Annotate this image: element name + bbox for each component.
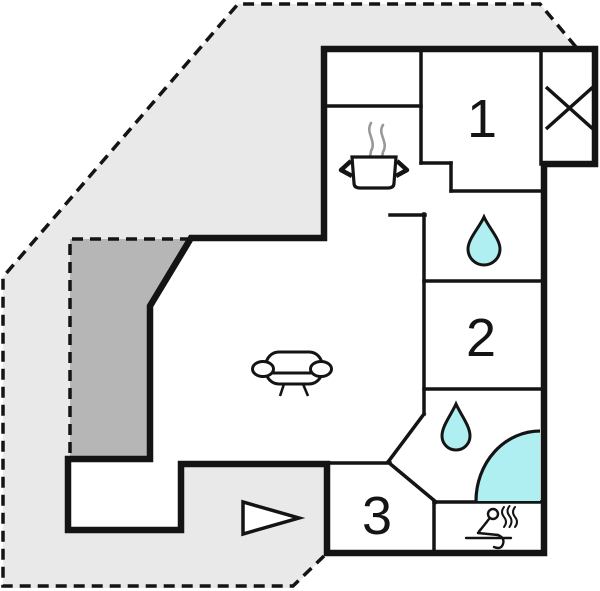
sauna-steam-line <box>501 506 507 528</box>
room-1-label: 1 <box>467 89 497 149</box>
terrace-boundary-dashed-line <box>68 237 191 458</box>
entrance-arrow-icon <box>241 499 306 537</box>
room-2-label: 2 <box>466 308 496 368</box>
sofa-leg-left <box>278 383 286 397</box>
interior-walls <box>322 47 545 554</box>
corner-bathtub-icon <box>474 429 541 502</box>
water-drop-icon <box>440 400 472 452</box>
sauna-steam-line <box>512 506 518 528</box>
sofa-icon <box>251 350 333 397</box>
sofa-leg-right <box>301 383 310 397</box>
pot-handle-left <box>338 159 354 178</box>
pot-handle-right <box>394 159 410 178</box>
sauna-person-icon <box>464 505 518 550</box>
room-3-label: 3 <box>362 486 392 546</box>
water-drop-icon <box>466 213 502 267</box>
terrace-area <box>70 239 191 459</box>
wall-bath2-diagonal-upper <box>385 411 427 465</box>
plot-boundary-dashed-line <box>1 2 578 588</box>
sofa-armrest-right <box>309 360 333 378</box>
cross-line-2 <box>544 85 595 131</box>
sofa-armrest-left <box>251 360 275 378</box>
sauna-person-thigh <box>476 531 500 537</box>
crossed-box-icon <box>544 85 595 131</box>
pot-body <box>350 155 398 190</box>
wall-bath2-diagonal-lower <box>385 459 439 505</box>
steam-line <box>368 121 374 159</box>
sauna-person-head <box>486 507 500 521</box>
bathtub-fill <box>476 431 540 501</box>
stove-pot-icon <box>338 121 410 190</box>
sauna-steam-line <box>506 505 513 528</box>
bathtub-rim <box>474 429 541 502</box>
steam-line <box>380 123 386 159</box>
sauna-person-arm <box>478 521 488 532</box>
